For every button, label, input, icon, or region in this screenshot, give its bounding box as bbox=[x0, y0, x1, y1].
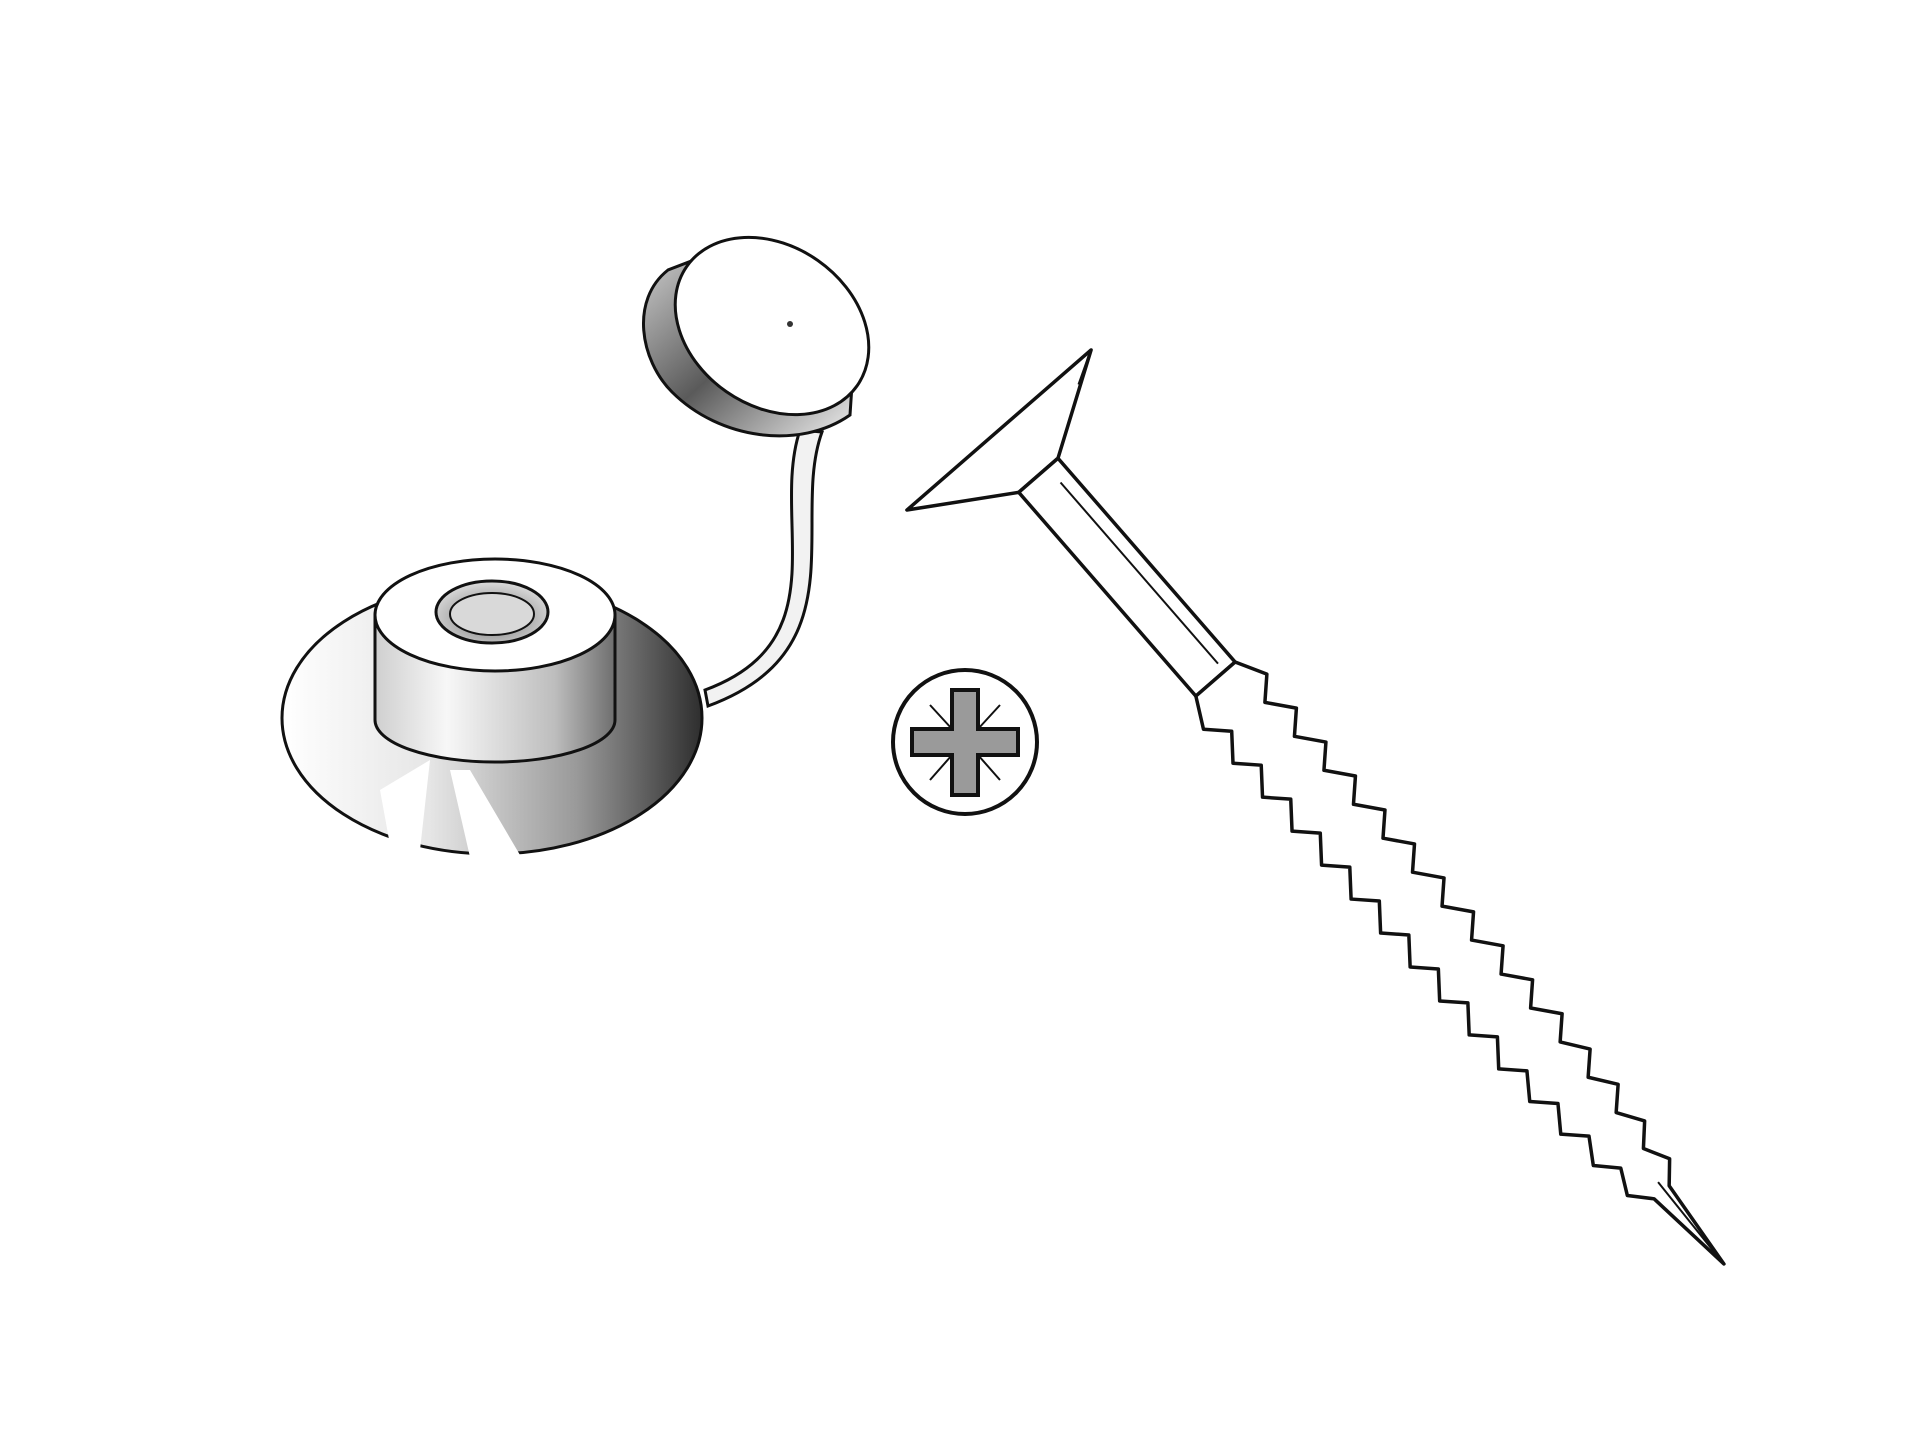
washer-highlight bbox=[380, 760, 520, 857]
washer bbox=[280, 557, 704, 857]
cap-tether bbox=[703, 428, 825, 709]
countersunk-screw bbox=[905, 348, 1726, 1266]
screw-shank bbox=[1016, 456, 1237, 698]
washer-hole-inner bbox=[449, 592, 535, 636]
cap-center-dot bbox=[787, 321, 793, 327]
cap-face bbox=[673, 235, 871, 417]
screw-threads bbox=[1194, 660, 1726, 1266]
washer-cap bbox=[642, 235, 871, 438]
pozidriv-icon bbox=[891, 668, 1039, 816]
